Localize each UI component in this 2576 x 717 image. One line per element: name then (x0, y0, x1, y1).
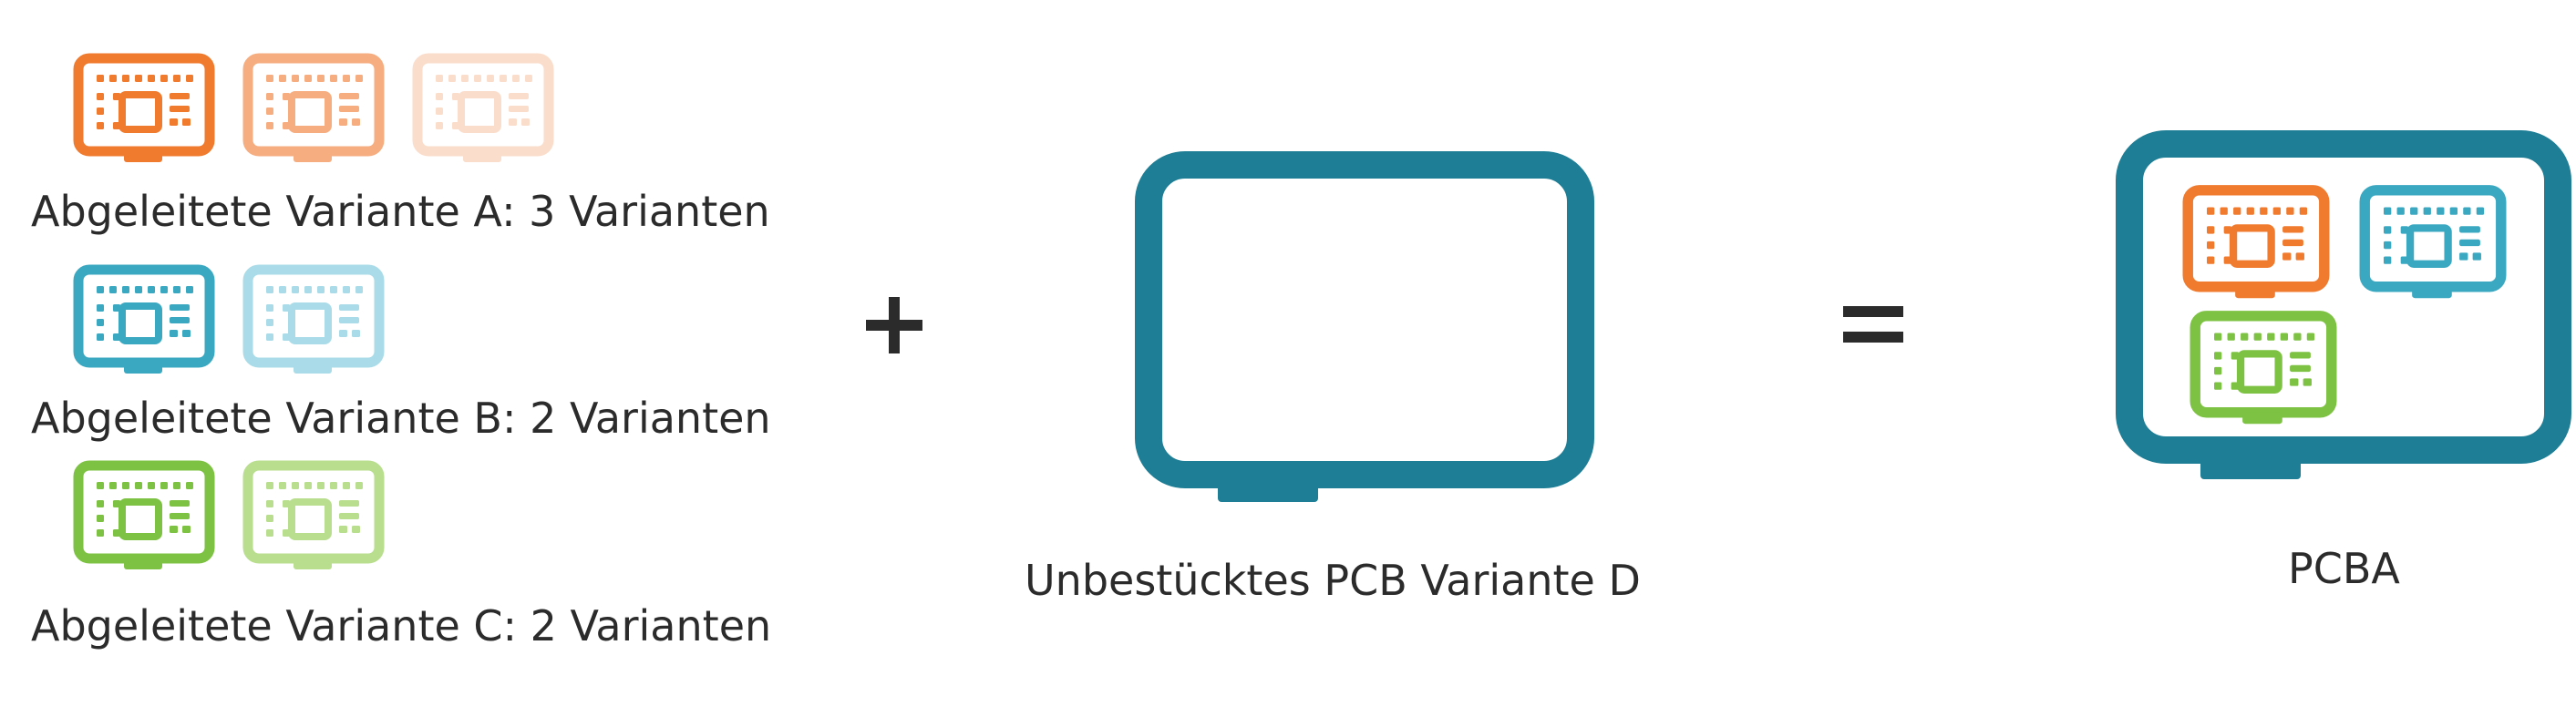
chip-icon-assembled-green (2190, 310, 2337, 430)
bare-pcb-label: Unbestücktes PCB Variante D (1025, 556, 1641, 605)
chip-icon-variant-c-2 (242, 460, 385, 575)
chip-icon-assembled-orange (2182, 184, 2330, 304)
chip-icon-variant-b-1 (73, 264, 215, 379)
chip-icon-assembled-blue (2359, 184, 2507, 304)
variant-a-label: Abgeleitete Variante A: 3 Varianten (31, 187, 770, 236)
chip-icon-variant-a-2 (242, 53, 385, 168)
variant-c-label: Abgeleitete Variante C: 2 Varianten (31, 601, 772, 650)
result-label: PCBA (2288, 544, 2400, 593)
blank-board-icon (1135, 151, 1594, 502)
chip-icon-variant-b-2 (242, 264, 385, 379)
chip-icon-variant-a-3 (412, 53, 554, 168)
chip-icon-variant-c-1 (73, 460, 215, 575)
variant-b-label: Abgeleitete Variante B: 2 Varianten (31, 394, 771, 443)
plus-icon (866, 297, 922, 353)
equals-icon (1843, 306, 1903, 343)
chip-icon-variant-a-1 (73, 53, 215, 168)
